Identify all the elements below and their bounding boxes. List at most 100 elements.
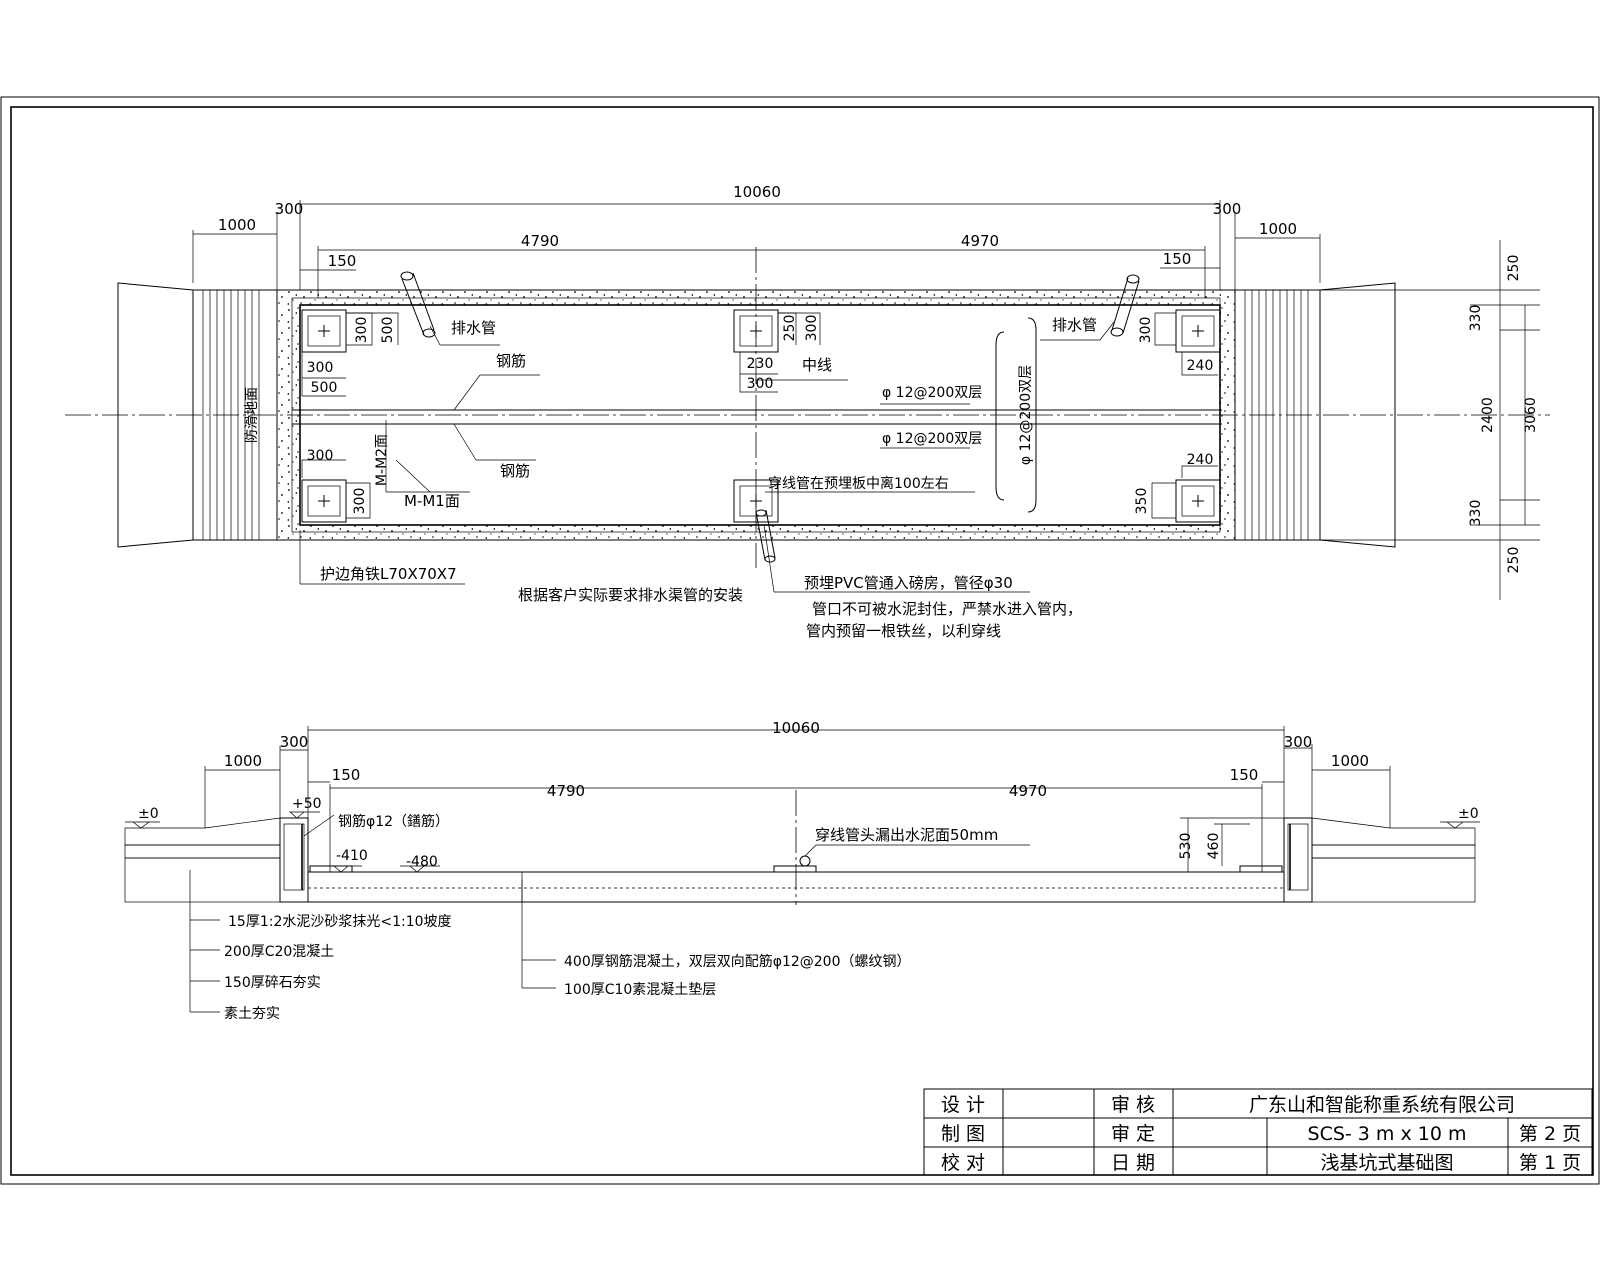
- plan-dim-offset-left: 150: [328, 252, 357, 270]
- layer-reinforced-concrete: 400厚钢筋混凝土，双层双向配筋φ12@200（螺纹钢）: [564, 953, 911, 970]
- embed-plate-bottom-right: [1175, 479, 1221, 523]
- layer-mortar: 15厚1:2水泥沙砂浆抹光<1:10坡度: [228, 914, 452, 930]
- plate-dim-tl-300: 300: [354, 317, 370, 344]
- plate-dim-tl-300-b: 300: [307, 360, 334, 376]
- plate-dim-bl-300-b: 300: [352, 488, 368, 515]
- plate-dim-mid-300: 300: [804, 315, 820, 342]
- level-zero-left: ±0: [138, 806, 159, 822]
- label-pipe-note-1: 管口不可被水泥封住，严禁水进入管内，: [812, 600, 1082, 618]
- plan-dim-right-3060: 3060: [1523, 397, 1539, 433]
- plate-dim-mid-230: 230: [747, 356, 774, 372]
- drain-pipe-right: [1110, 274, 1140, 337]
- label-drain-right: 排水管: [1052, 316, 1097, 334]
- level-minus-480: -480: [406, 854, 438, 870]
- section-dim-approach-left: 1000: [224, 752, 262, 770]
- tb-drawn-label: 制 图: [941, 1123, 985, 1145]
- plate-dim-br-350: 350: [1134, 488, 1150, 515]
- plan-dim-lines: [192, 200, 1540, 600]
- section-wall-left: [279, 817, 309, 903]
- section-wall-right: [1283, 817, 1313, 903]
- section-dim-approach-right: 1000: [1331, 752, 1369, 770]
- plate-dim-tl-500-b: 500: [311, 380, 338, 396]
- plate-dim-tr-240: 240: [1187, 358, 1214, 374]
- tb-drawing-name: 浅基坑式基础图: [1320, 1152, 1453, 1174]
- label-rebar-spec-bottom: φ 12@200双层: [882, 431, 982, 447]
- tb-date-label: 日 期: [1111, 1152, 1155, 1174]
- section-dim-offset-left: 150: [332, 766, 361, 784]
- plate-dim-mid-250: 250: [782, 315, 798, 342]
- plan-dim-approach-left: 1000: [218, 216, 256, 234]
- plan-dim-wall-left: 300: [275, 200, 304, 218]
- section-ground-left: [124, 817, 281, 903]
- section-level-markers: [125, 811, 1480, 873]
- plan-dim-right-330-bottom: 330: [1468, 500, 1484, 527]
- section-view: 10060 1000 1000 300 300 150 150 4790 497…: [124, 719, 1480, 1022]
- layer-c20-concrete: 200厚C20混凝土: [224, 944, 334, 960]
- plate-dim-tl-500: 500: [380, 317, 396, 344]
- plan-leaders: [299, 321, 1115, 593]
- label-rebar-hook: 钢筋φ12（鐥筋）: [338, 813, 449, 830]
- tb-page-number: 第 1 页: [1519, 1152, 1581, 1174]
- section-dim-overall: 10060: [772, 719, 820, 737]
- section-dim-530: 530: [1178, 833, 1194, 860]
- level-zero-right: ±0: [1458, 806, 1479, 822]
- section-dim-half-left: 4790: [547, 782, 585, 800]
- level-plus-50: +50: [292, 796, 322, 812]
- embed-plate-top-middle: [733, 309, 779, 353]
- rebar-bracket-left: [995, 331, 1005, 501]
- label-conduit-note: 穿线管在预埋板中离100左右: [768, 475, 949, 492]
- plan-dim-right-330-top: 330: [1468, 305, 1484, 332]
- label-conduit-exposed: 穿线管头漏出水泥面50mm: [815, 826, 998, 844]
- embed-plate-top-left: [301, 309, 347, 353]
- label-drain-left: 排水管: [451, 319, 496, 337]
- label-rebar-bottom: 钢筋: [500, 462, 530, 480]
- section-dim-offset-right: 150: [1230, 766, 1259, 784]
- tb-page-total: 第 2 页: [1519, 1123, 1581, 1145]
- plate-dim-br-240: 240: [1187, 452, 1214, 468]
- label-drain-note: 根据客户实际要求排水渠管的安装: [518, 586, 743, 604]
- label-pipe-note-2: 管内预留一根铁丝，以利穿线: [806, 622, 1001, 640]
- rebar-bracket-right: [1027, 317, 1037, 513]
- label-center-line: 中线: [802, 356, 832, 374]
- label-pvc-note: 预埋PVC管通入磅房，管径φ30: [804, 574, 1013, 592]
- label-edge-angle: 护边角铁L70X70X7: [320, 565, 457, 583]
- drawing-frame: [0, 96, 1600, 1185]
- level-minus-410: -410: [336, 848, 368, 864]
- tb-model: SCS- 3 m x 10 m: [1308, 1123, 1467, 1145]
- tb-check-label: 校 对: [941, 1152, 985, 1174]
- drain-pipe-left: [400, 271, 436, 338]
- plan-dim-right-2400: 2400: [1480, 397, 1496, 433]
- plan-dim-approach-right: 1000: [1259, 220, 1297, 238]
- plan-dim-wall-right: 300: [1213, 200, 1242, 218]
- layer-c10-bedding: 100厚C10素混凝土垫层: [564, 982, 716, 998]
- label-rebar-spec-vertical: φ 12@200双层: [1018, 365, 1034, 465]
- label-rebar-top: 钢筋: [496, 352, 526, 370]
- title-block: 设 计 制 图 校 对 审 核 审 定 日 期 广东山和智能称重系统有限公司 S…: [923, 1088, 1593, 1176]
- tb-design-label: 设 计: [941, 1094, 985, 1116]
- section-dim-wall-left: 300: [280, 733, 309, 751]
- label-m-m2-face: M-M2面: [374, 434, 390, 486]
- plan-dim-overall: 10060: [733, 183, 781, 201]
- plan-dim-half-left: 4790: [521, 232, 559, 250]
- section-dim-lines: [204, 726, 1391, 872]
- label-rebar-spec-top: φ 12@200双层: [882, 385, 982, 401]
- plan-dim-right-250-top: 250: [1506, 255, 1522, 282]
- label-m-m1-face: M-M1面: [404, 492, 460, 510]
- plan-dim-right-250-bottom: 250: [1506, 547, 1522, 574]
- pit-outline: [276, 289, 1236, 541]
- plate-dim-mid-300-b: 300: [747, 376, 774, 392]
- plate-dim-bl-300: 300: [307, 448, 334, 464]
- section-dim-half-right: 4970: [1009, 782, 1047, 800]
- layer-soil: 素土夯实: [224, 1006, 280, 1022]
- embed-plate-top-right: [1175, 309, 1221, 353]
- section-ground-right: [1311, 817, 1476, 903]
- plan-dim-half-right: 4970: [961, 232, 999, 250]
- section-dim-wall-right: 300: [1284, 733, 1313, 751]
- section-dim-460: 460: [1206, 833, 1222, 860]
- plate-dim-tr-300: 300: [1138, 317, 1154, 344]
- layer-gravel: 150厚碎石夯实: [224, 975, 321, 991]
- plan-view: 10060 1000 1000 300 300 4790 4970 150 15…: [65, 183, 1550, 640]
- section-leaders: [189, 814, 1030, 1013]
- tb-company-name: 广东山和智能称重系统有限公司: [1249, 1094, 1515, 1116]
